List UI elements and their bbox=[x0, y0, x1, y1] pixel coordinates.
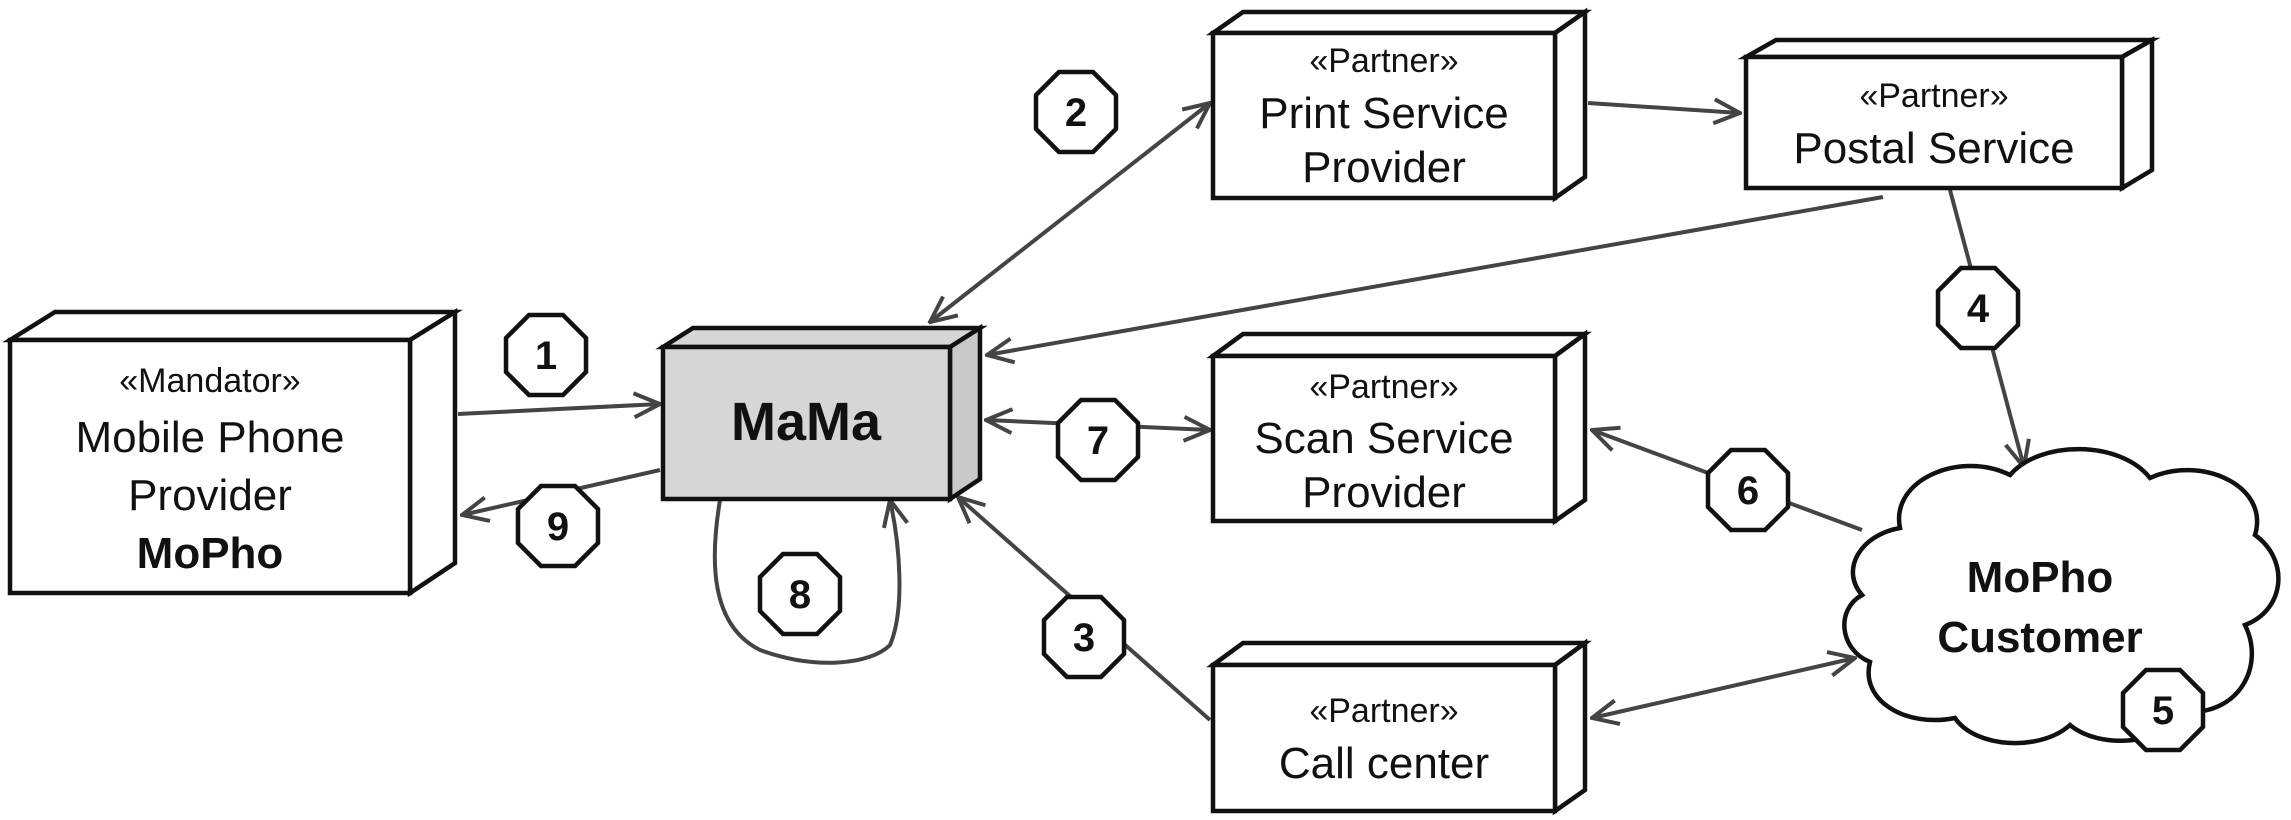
print-name-line2: Provider bbox=[1302, 143, 1466, 192]
callcenter-stereotype: «Partner» bbox=[1309, 692, 1458, 730]
step-badge-5: 5 bbox=[2120, 667, 2206, 753]
provider-stereotype: «Mandator» bbox=[119, 362, 300, 400]
step-badges: 1 2 3 4 5 6 7 8 bbox=[503, 69, 2206, 753]
postal-name: Postal Service bbox=[1793, 124, 2074, 173]
edge-mama-print bbox=[930, 103, 1210, 322]
mama-label: MaMa bbox=[731, 392, 882, 452]
svg-text:7: 7 bbox=[1087, 419, 1109, 463]
customer-name-line1: MoPho bbox=[1967, 553, 2114, 602]
edge-postal-to-mama bbox=[987, 195, 1884, 355]
node-mama[interactable]: MaMa bbox=[655, 323, 988, 504]
node-postal-service[interactable]: «Partner» Postal Service bbox=[1737, 36, 2161, 192]
node-mobile-phone-provider[interactable]: «Mandator» Mobile Phone Provider MoPho bbox=[2, 307, 463, 598]
customer-name-line2: Customer bbox=[1937, 613, 2142, 662]
edge-print-to-postal bbox=[1587, 103, 1740, 113]
edge-mama-self-loop bbox=[712, 500, 900, 665]
svg-text:2: 2 bbox=[1065, 91, 1087, 135]
svg-text:5: 5 bbox=[2152, 689, 2174, 733]
step-badge-1: 1 bbox=[503, 312, 589, 398]
edge-provider-to-mama bbox=[457, 404, 660, 414]
edge-customer-callcenter bbox=[1592, 658, 1855, 718]
provider-name-line1: Mobile Phone bbox=[75, 413, 344, 462]
node-scan-service-provider[interactable]: «Partner» Scan Service Provider bbox=[1206, 329, 1592, 526]
step-badge-9: 9 bbox=[515, 483, 601, 569]
provider-name-line3: MoPho bbox=[137, 529, 284, 578]
scan-name-line1: Scan Service bbox=[1254, 414, 1513, 463]
print-stereotype: «Partner» bbox=[1309, 42, 1458, 80]
step-badge-6: 6 bbox=[1705, 447, 1791, 533]
scan-stereotype: «Partner» bbox=[1309, 368, 1458, 406]
svg-text:8: 8 bbox=[789, 573, 811, 617]
svg-text:4: 4 bbox=[1967, 287, 1990, 331]
node-mopho-customer[interactable]: MoPho Customer bbox=[1842, 446, 2281, 746]
callcenter-name: Call center bbox=[1279, 739, 1489, 788]
postal-stereotype: «Partner» bbox=[1859, 77, 2008, 115]
svg-text:9: 9 bbox=[547, 505, 569, 549]
node-call-center[interactable]: «Partner» Call center bbox=[1206, 638, 1592, 816]
provider-name-line2: Provider bbox=[128, 471, 292, 520]
step-badge-3: 3 bbox=[1041, 594, 1127, 680]
step-badge-8: 8 bbox=[757, 551, 843, 637]
print-name-line1: Print Service bbox=[1259, 89, 1508, 138]
scan-name-line2: Provider bbox=[1302, 468, 1466, 517]
step-badge-2: 2 bbox=[1033, 69, 1119, 155]
step-badge-4: 4 bbox=[1935, 265, 2021, 351]
node-print-service-provider[interactable]: «Partner» Print Service Provider bbox=[1205, 7, 1593, 203]
svg-text:6: 6 bbox=[1737, 469, 1759, 513]
svg-text:3: 3 bbox=[1073, 616, 1095, 660]
step-badge-7: 7 bbox=[1055, 397, 1141, 483]
svg-text:1: 1 bbox=[535, 334, 557, 378]
